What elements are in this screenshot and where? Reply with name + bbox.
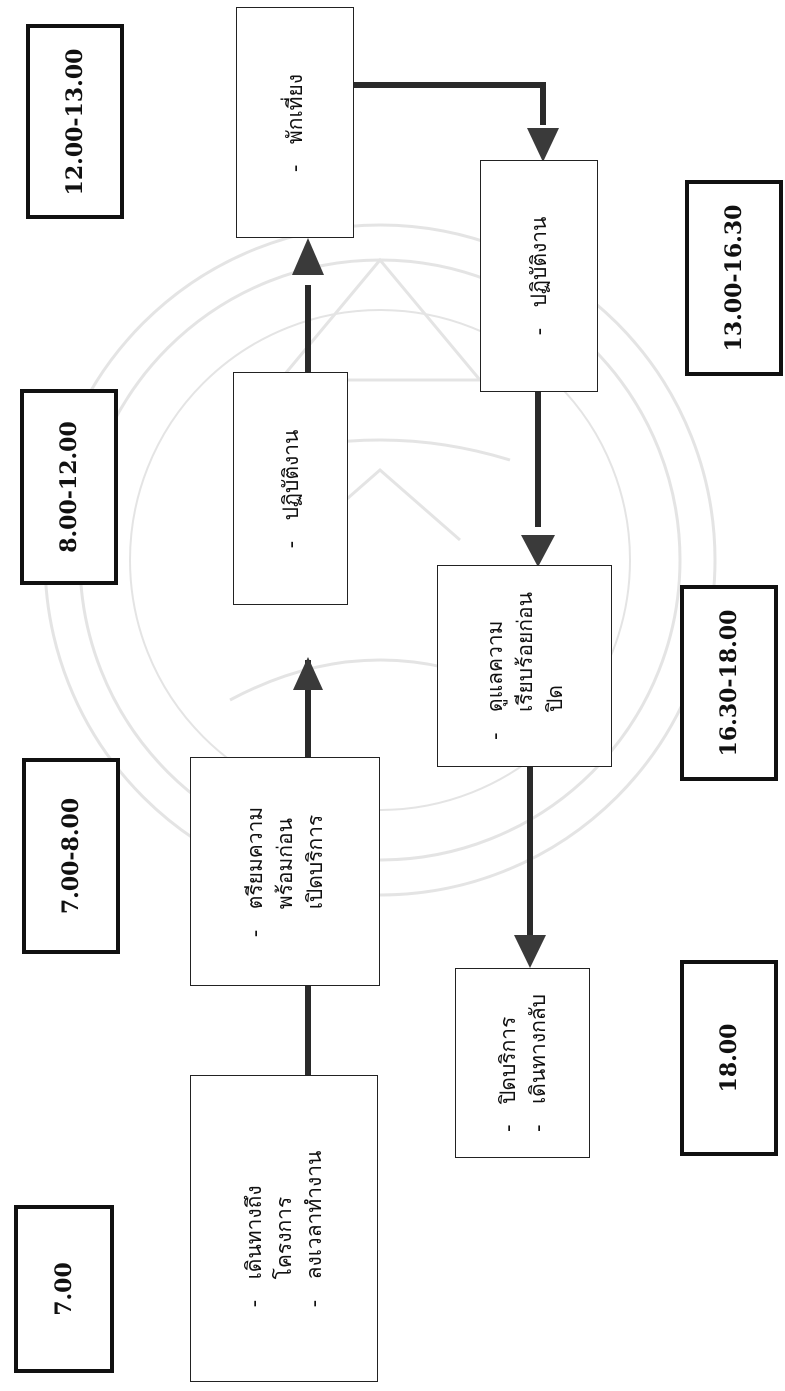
time-label: 16.30-18.00 (716, 609, 742, 757)
step-text: โครงการ (272, 1196, 296, 1279)
time-box-7: 7.00 (14, 1205, 114, 1373)
arrowhead (521, 535, 555, 567)
bullet-dash: - (495, 1124, 520, 1132)
arrowhead (292, 238, 324, 275)
step-work-afternoon: - ปฏิบัติงาน (480, 160, 598, 392)
step-text: เดินทางถึง (242, 1184, 266, 1279)
time-label: 18.00 (716, 1023, 742, 1093)
step-close: - ปิดบริการ - เดินทางกลับ (455, 968, 590, 1158)
step-tidy: - ดูแลความ เรียบร้อยก่อน ปิด (437, 565, 612, 767)
bullet-dash: - (243, 929, 267, 937)
step-text: ปฏิบัติงาน (278, 429, 303, 520)
bullet-dash: - (302, 1299, 326, 1307)
step-text: เปิดบริการ (303, 814, 327, 909)
step-text: เรียบร้อยก่อน (512, 592, 537, 712)
arrowhead (514, 935, 546, 968)
bullet-dash: - (482, 732, 507, 740)
step-text: ปิดบริการ (495, 1016, 520, 1104)
bullet-dash: - (278, 540, 303, 548)
time-label: 7.00 (51, 1262, 77, 1316)
time-label: 12.00-13.00 (62, 48, 88, 195)
time-box-1630-18: 16.30-18.00 (680, 585, 778, 781)
step-work-morning: - ปฏิบัติงาน (233, 372, 348, 605)
step-text: เดินทางกลับ (525, 994, 550, 1104)
step-text: พักเที่ยง (283, 73, 307, 144)
step-text: ปิด (542, 685, 567, 712)
step-text: ลงเวลาทำงาน (302, 1150, 326, 1279)
arrowhead (293, 657, 323, 690)
time-box-13-1630: 13.00-16.30 (685, 180, 783, 376)
time-label: 13.00-16.30 (721, 204, 747, 352)
step-text: ดูแลความ (482, 620, 507, 712)
bullet-dash: - (525, 1124, 550, 1132)
time-box-8-12: 8.00-12.00 (20, 389, 118, 585)
time-label: 8.00-12.00 (56, 421, 82, 553)
arrowhead (527, 128, 559, 162)
bullet-dash: - (283, 163, 307, 172)
bullet-dash: - (527, 327, 551, 336)
time-label: 7.00-8.00 (58, 797, 84, 915)
time-box-18: 18.00 (680, 960, 778, 1156)
step-prepare: - ตรียมความ พร้อมก่อน เปิดบริการ (190, 757, 380, 986)
step-text: ปฏิบัติงาน (527, 216, 551, 308)
step-text: ตรียมความ (243, 806, 267, 909)
arrow-lunch-to-afternoon-work (350, 82, 546, 125)
time-box-7-8: 7.00-8.00 (22, 758, 120, 954)
step-text: พร้อมก่อน (273, 817, 297, 909)
step-lunch: - พักเที่ยง (236, 7, 354, 238)
step-travel-in: - เดินทางถึง โครงการ - ลงเวลาทำงาน (190, 1075, 378, 1382)
bullet-dash: - (242, 1299, 266, 1307)
time-box-12-13: 12.00-13.00 (26, 24, 124, 219)
